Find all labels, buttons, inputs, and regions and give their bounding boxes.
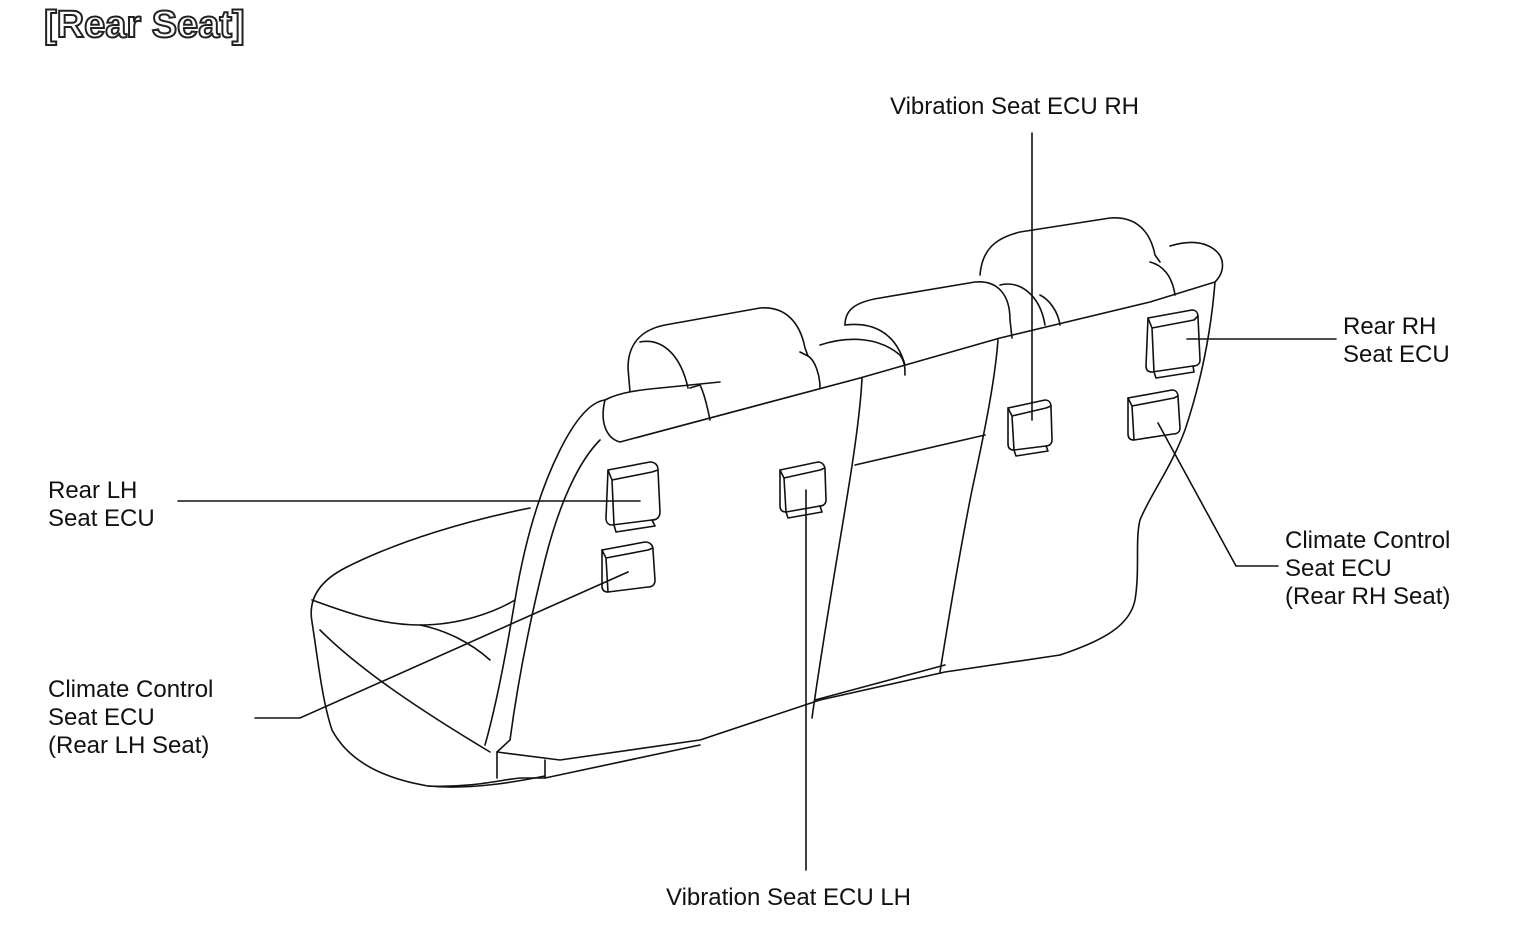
rear-lh-ecu bbox=[605, 461, 661, 526]
headrest-center-pad bbox=[819, 338, 906, 376]
climate-lh-ecu bbox=[601, 541, 656, 593]
vibration-lh-ecu bbox=[779, 461, 827, 513]
panel-lower-inset bbox=[814, 664, 946, 701]
seat-cushion-left-edge bbox=[319, 629, 491, 753]
leader-climate-lh bbox=[254, 571, 629, 719]
page-title: [Rear Seat] bbox=[43, 3, 246, 47]
headrest-left-side bbox=[639, 340, 689, 389]
rear-rh-ecu bbox=[1145, 309, 1201, 373]
seatback-right-edge bbox=[1059, 281, 1216, 656]
left-bolster bbox=[496, 439, 601, 753]
climate-rh-ecu bbox=[1127, 389, 1181, 441]
seatback-bottom-lower bbox=[496, 751, 546, 779]
seatback-base bbox=[427, 744, 701, 788]
panel-middle-line bbox=[854, 434, 986, 466]
seat-cushion-inner-edge bbox=[419, 624, 491, 661]
left-bolster-outer bbox=[484, 399, 606, 746]
vibration-rh-ecu bbox=[1007, 399, 1053, 451]
label-vibration-seat-ecu-lh: Vibration Seat ECU LH bbox=[666, 884, 912, 911]
headrest-center-side bbox=[844, 323, 906, 366]
seatback-bottom bbox=[496, 654, 1061, 761]
panel-divider-right bbox=[939, 339, 999, 673]
top-rail-back bbox=[604, 381, 721, 401]
label-climate-control-rh: Climate Control Seat ECU (Rear RH Seat) bbox=[1285, 527, 1451, 610]
headrest-left bbox=[627, 307, 809, 393]
headrest-right bbox=[979, 217, 1161, 276]
headrest-right-side bbox=[999, 283, 1046, 326]
label-rear-rh-seat-ecu: Rear RH Seat ECU bbox=[1343, 313, 1450, 368]
headrest-right-base bbox=[1039, 261, 1176, 326]
label-rear-lh-seat-ecu: Rear LH Seat ECU bbox=[48, 477, 155, 532]
top-rail bbox=[602, 241, 1224, 443]
panel-divider-left bbox=[811, 377, 863, 719]
headrest-center bbox=[844, 281, 1013, 339]
seat-cushion bbox=[310, 507, 546, 788]
label-climate-control-lh: Climate Control Seat ECU (Rear LH Seat) bbox=[48, 676, 214, 759]
label-vibration-seat-ecu-rh: Vibration Seat ECU RH bbox=[890, 93, 1139, 120]
headrest-left-base bbox=[689, 351, 821, 421]
seat-cushion-top-fold bbox=[311, 599, 516, 626]
leader-climate-rh bbox=[1157, 422, 1279, 567]
